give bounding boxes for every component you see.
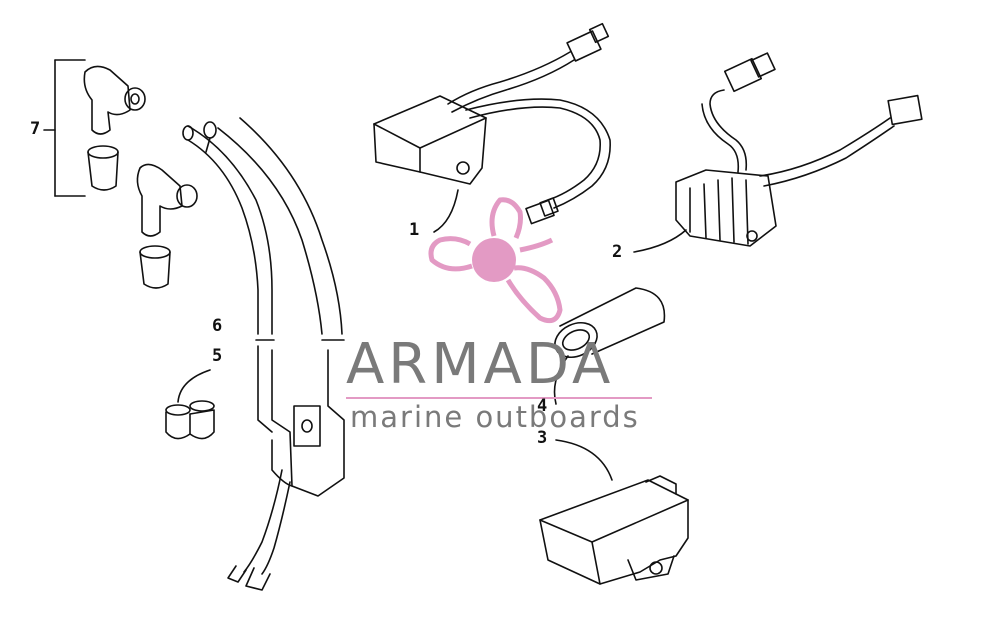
watermark-brand-name: ARMADA [346, 332, 615, 397]
callout-5: 5 [212, 346, 223, 366]
callout-4: 4 [537, 396, 548, 416]
part-1-control-module [373, 22, 611, 233]
watermark-tagline: marine outboards [350, 400, 640, 434]
callout-6: 6 [212, 316, 223, 336]
part-2-regulator [633, 52, 923, 253]
callout-3: 3 [537, 428, 548, 448]
part-5-clip [165, 369, 215, 440]
callout-2: 2 [612, 242, 623, 262]
part-7-plug-caps [43, 59, 198, 289]
callout-1: 1 [409, 220, 420, 240]
part-6-ignition-coil [182, 117, 345, 591]
callout-7: 7 [30, 119, 41, 139]
part-3-ignition-module [539, 439, 689, 585]
propeller-logo-icon [428, 197, 563, 324]
part-4-sleeve [553, 287, 666, 405]
